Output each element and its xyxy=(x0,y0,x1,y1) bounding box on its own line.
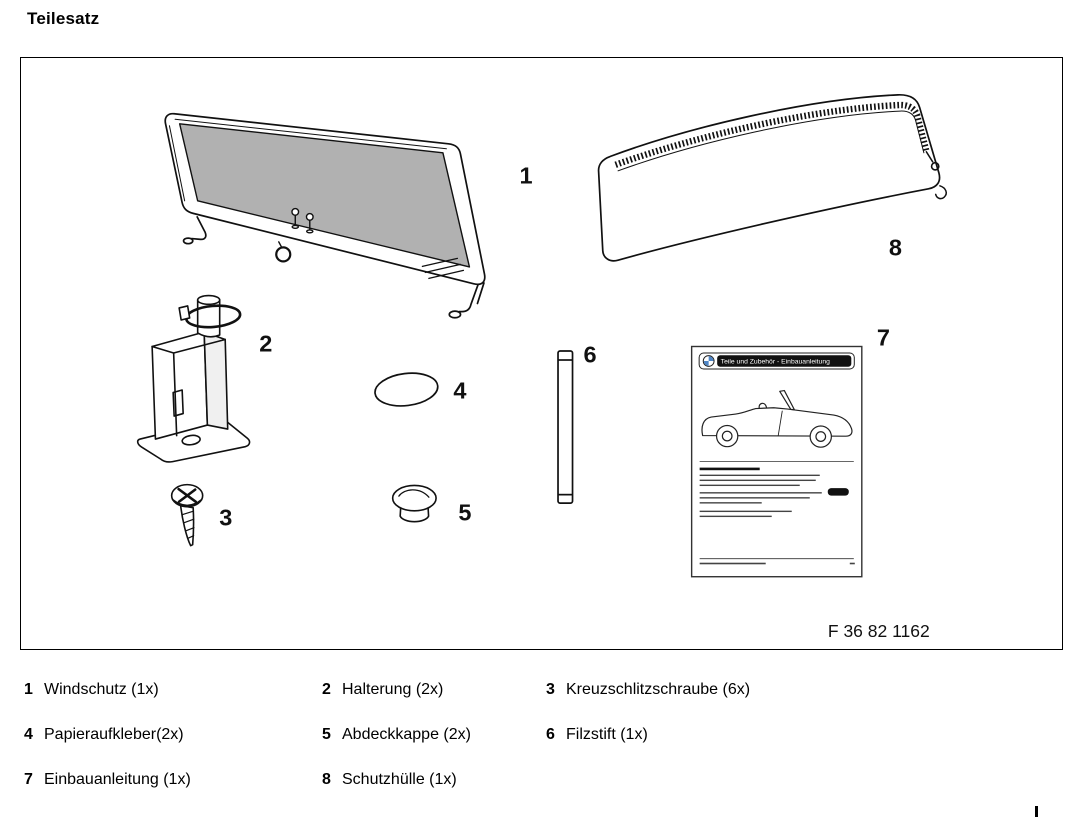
manual-text-lines xyxy=(699,467,849,518)
part-label-schraube: 3 xyxy=(219,505,232,531)
page-title: Teilesatz xyxy=(27,9,100,28)
windshield-leg xyxy=(458,282,485,313)
legend-number: 2 xyxy=(322,681,331,698)
legend-item-kreuzschlitzschraube: 3 Kreuzschlitzschraube (6x) xyxy=(546,680,1060,725)
cover-zipper-pull-ring xyxy=(930,161,940,171)
screw-drawing xyxy=(170,483,204,547)
bracket-body-fold-lines xyxy=(151,338,226,437)
screw-head-rim xyxy=(171,498,203,507)
cover-zipper-pull xyxy=(925,151,947,200)
legend-label: Schutzhülle (1x) xyxy=(342,771,457,788)
cap-drawing xyxy=(391,484,437,523)
parts-diagram-frame: Teile und Zubehör - Einbauanleitung xyxy=(20,57,1063,650)
bracket-body-front xyxy=(151,331,209,440)
legend-number: 4 xyxy=(24,726,33,743)
bracket-pin-top xyxy=(196,294,221,306)
windshield-ring xyxy=(275,246,292,263)
screw-shaft xyxy=(179,504,195,547)
legend-item-abdeckkappe: 5 Abdeckkappe (2x) xyxy=(322,725,546,770)
bracket-body-slot xyxy=(172,389,184,417)
bracket-body-side xyxy=(203,331,229,430)
screw-threads xyxy=(181,510,195,539)
part-label-filzstift: 6 xyxy=(584,342,597,368)
cover-zipper-seam xyxy=(617,110,925,172)
bracket-clamp-screw xyxy=(178,305,191,321)
windshield-pins xyxy=(291,207,314,234)
windshield-left-foot xyxy=(182,237,194,245)
legend-item-papieraufkleber: 4 Papieraufkleber(2x) xyxy=(24,725,322,770)
legend-number: 3 xyxy=(546,681,555,698)
legend-label: Kreuzschlitzschraube (6x) xyxy=(566,681,751,698)
bracket-drawing xyxy=(136,294,251,463)
cover-zipper xyxy=(614,101,930,168)
car-front-hub xyxy=(815,431,827,442)
part-label-einbauanleitung: 7 xyxy=(877,324,890,350)
legend-label: Windschutz (1x) xyxy=(44,681,159,698)
legend-number: 5 xyxy=(322,726,331,743)
windshield-frame-inner-line xyxy=(168,118,447,202)
sticker-drawing xyxy=(374,372,439,407)
legend-item-filzstift: 6 Filzstift (1x) xyxy=(546,725,1060,770)
windshield-strap xyxy=(278,241,283,249)
part-label-halterung: 2 xyxy=(259,330,272,356)
legend-label: Einbauanleitung (1x) xyxy=(44,771,191,788)
cap-dome-curve xyxy=(398,489,430,498)
windshield-foot xyxy=(448,310,462,319)
manual-drawing: Teile und Zubehör - Einbauanleitung xyxy=(690,345,863,578)
part-label-schutzhuelle: 8 xyxy=(889,234,902,260)
windshield-mesh xyxy=(178,123,471,268)
car-door-line xyxy=(777,410,783,437)
manual-black-tag xyxy=(827,488,849,496)
manual-page-number xyxy=(849,562,855,565)
manual-car-illustration xyxy=(701,389,853,448)
bmw-roundel-icon xyxy=(702,355,715,367)
windshield-left-bracket xyxy=(190,216,207,241)
legend-item-windschutz: 1 Windschutz (1x) xyxy=(24,680,322,725)
part-label-abdeckkappe: 5 xyxy=(458,500,471,526)
bracket-base-hole xyxy=(181,434,201,446)
pen-drawing xyxy=(557,350,574,504)
scan-artifact-mark xyxy=(1035,806,1038,817)
part-label-windschutz: 1 xyxy=(519,162,532,188)
manual-header-bar xyxy=(717,355,852,367)
manual-header-title: Teile und Zubehör - Einbauanleitung xyxy=(721,359,830,366)
legend-label: Halterung (2x) xyxy=(342,681,444,698)
parts-legend: 1 Windschutz (1x) 2 Halterung (2x) 3 Kre… xyxy=(24,680,1060,815)
manual-footer-text xyxy=(699,562,766,565)
legend-number: 8 xyxy=(322,771,331,788)
part-label-aufkleber: 4 xyxy=(453,378,466,404)
pen-body xyxy=(557,350,574,504)
legend-item-einbauanleitung: 7 Einbauanleitung (1x) xyxy=(24,770,322,815)
cover-body xyxy=(597,93,941,262)
car-headrest xyxy=(758,402,768,409)
windshield-drawing xyxy=(164,112,486,319)
part-labels: 1 2 3 4 5 6 7 8 xyxy=(219,162,902,530)
legend-label: Abdeckkappe (2x) xyxy=(342,726,471,743)
kit-part-number: F 36 82 1162 xyxy=(828,621,930,641)
legend-item-halterung: 2 Halterung (2x) xyxy=(322,680,546,725)
car-rear-hub xyxy=(721,430,733,442)
legend-item-schutzhuelle: 8 Schutzhülle (1x) xyxy=(322,770,546,815)
cap-dome xyxy=(391,484,437,512)
car-windshield xyxy=(779,389,795,411)
legend-label: Papieraufkleber(2x) xyxy=(44,726,184,743)
windshield-hinge-lines xyxy=(421,257,465,280)
legend-number: 1 xyxy=(24,681,33,698)
cover-drawing xyxy=(597,93,947,262)
legend-number: 7 xyxy=(24,771,33,788)
legend-label: Filzstift (1x) xyxy=(566,726,648,743)
parts-diagram: Teile und Zubehör - Einbauanleitung xyxy=(136,93,947,641)
legend-number: 6 xyxy=(546,726,555,743)
screw-phillips-slot xyxy=(177,487,197,503)
